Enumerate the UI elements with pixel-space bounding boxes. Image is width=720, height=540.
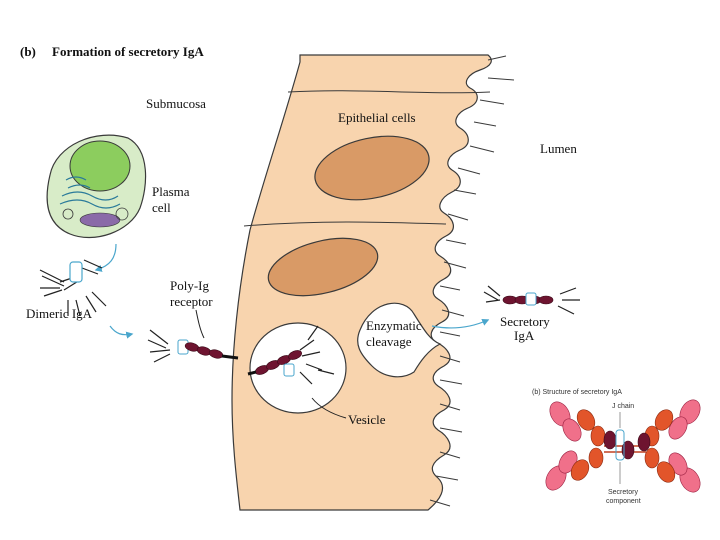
j-chain-label: J chain	[612, 403, 634, 410]
poly-ig-receptor	[147, 329, 239, 363]
plasma-cell-label: Plasma cell	[152, 184, 193, 215]
upper-nucleus	[314, 135, 430, 201]
panel-letter: (b)	[20, 44, 36, 59]
plasma-cell-nucleus	[69, 140, 131, 192]
inset-title: (b) Structure of secretory IgA	[532, 389, 622, 396]
enzymatic-cleavage-label: Enzymatic cleavage	[366, 318, 425, 349]
poly-ig-receptor-label: Poly-Ig receptor	[170, 278, 213, 309]
submucosa-label: Submucosa	[146, 96, 206, 111]
inset-structure: (b) Structure of secretory IgA J chain	[532, 389, 701, 505]
diagram-title: Formation of secretory IgA	[52, 44, 204, 59]
dimeric-iga	[39, 259, 107, 317]
vesicle	[249, 322, 347, 414]
binding-arrow	[109, 325, 134, 339]
release-arrow	[431, 319, 490, 329]
secretion-arrow	[94, 243, 117, 272]
plasma-cell	[46, 134, 147, 239]
lower-nucleus	[267, 237, 379, 297]
vesicle-receptor-complex	[247, 325, 335, 385]
lumen-label: Lumen	[540, 141, 577, 156]
epithelial-cells-label: Epithelial cells	[338, 110, 416, 125]
secretory-component-label: Secretory component	[606, 489, 641, 505]
epithelial-tissue	[231, 54, 515, 511]
dimeric-iga-label: Dimeric IgA	[26, 306, 93, 321]
fusing-vesicle	[357, 302, 442, 378]
secretory-iga-label: Secretory IgA	[500, 314, 553, 343]
vesicle-label: Vesicle	[348, 412, 386, 427]
secretory-iga	[483, 285, 580, 315]
